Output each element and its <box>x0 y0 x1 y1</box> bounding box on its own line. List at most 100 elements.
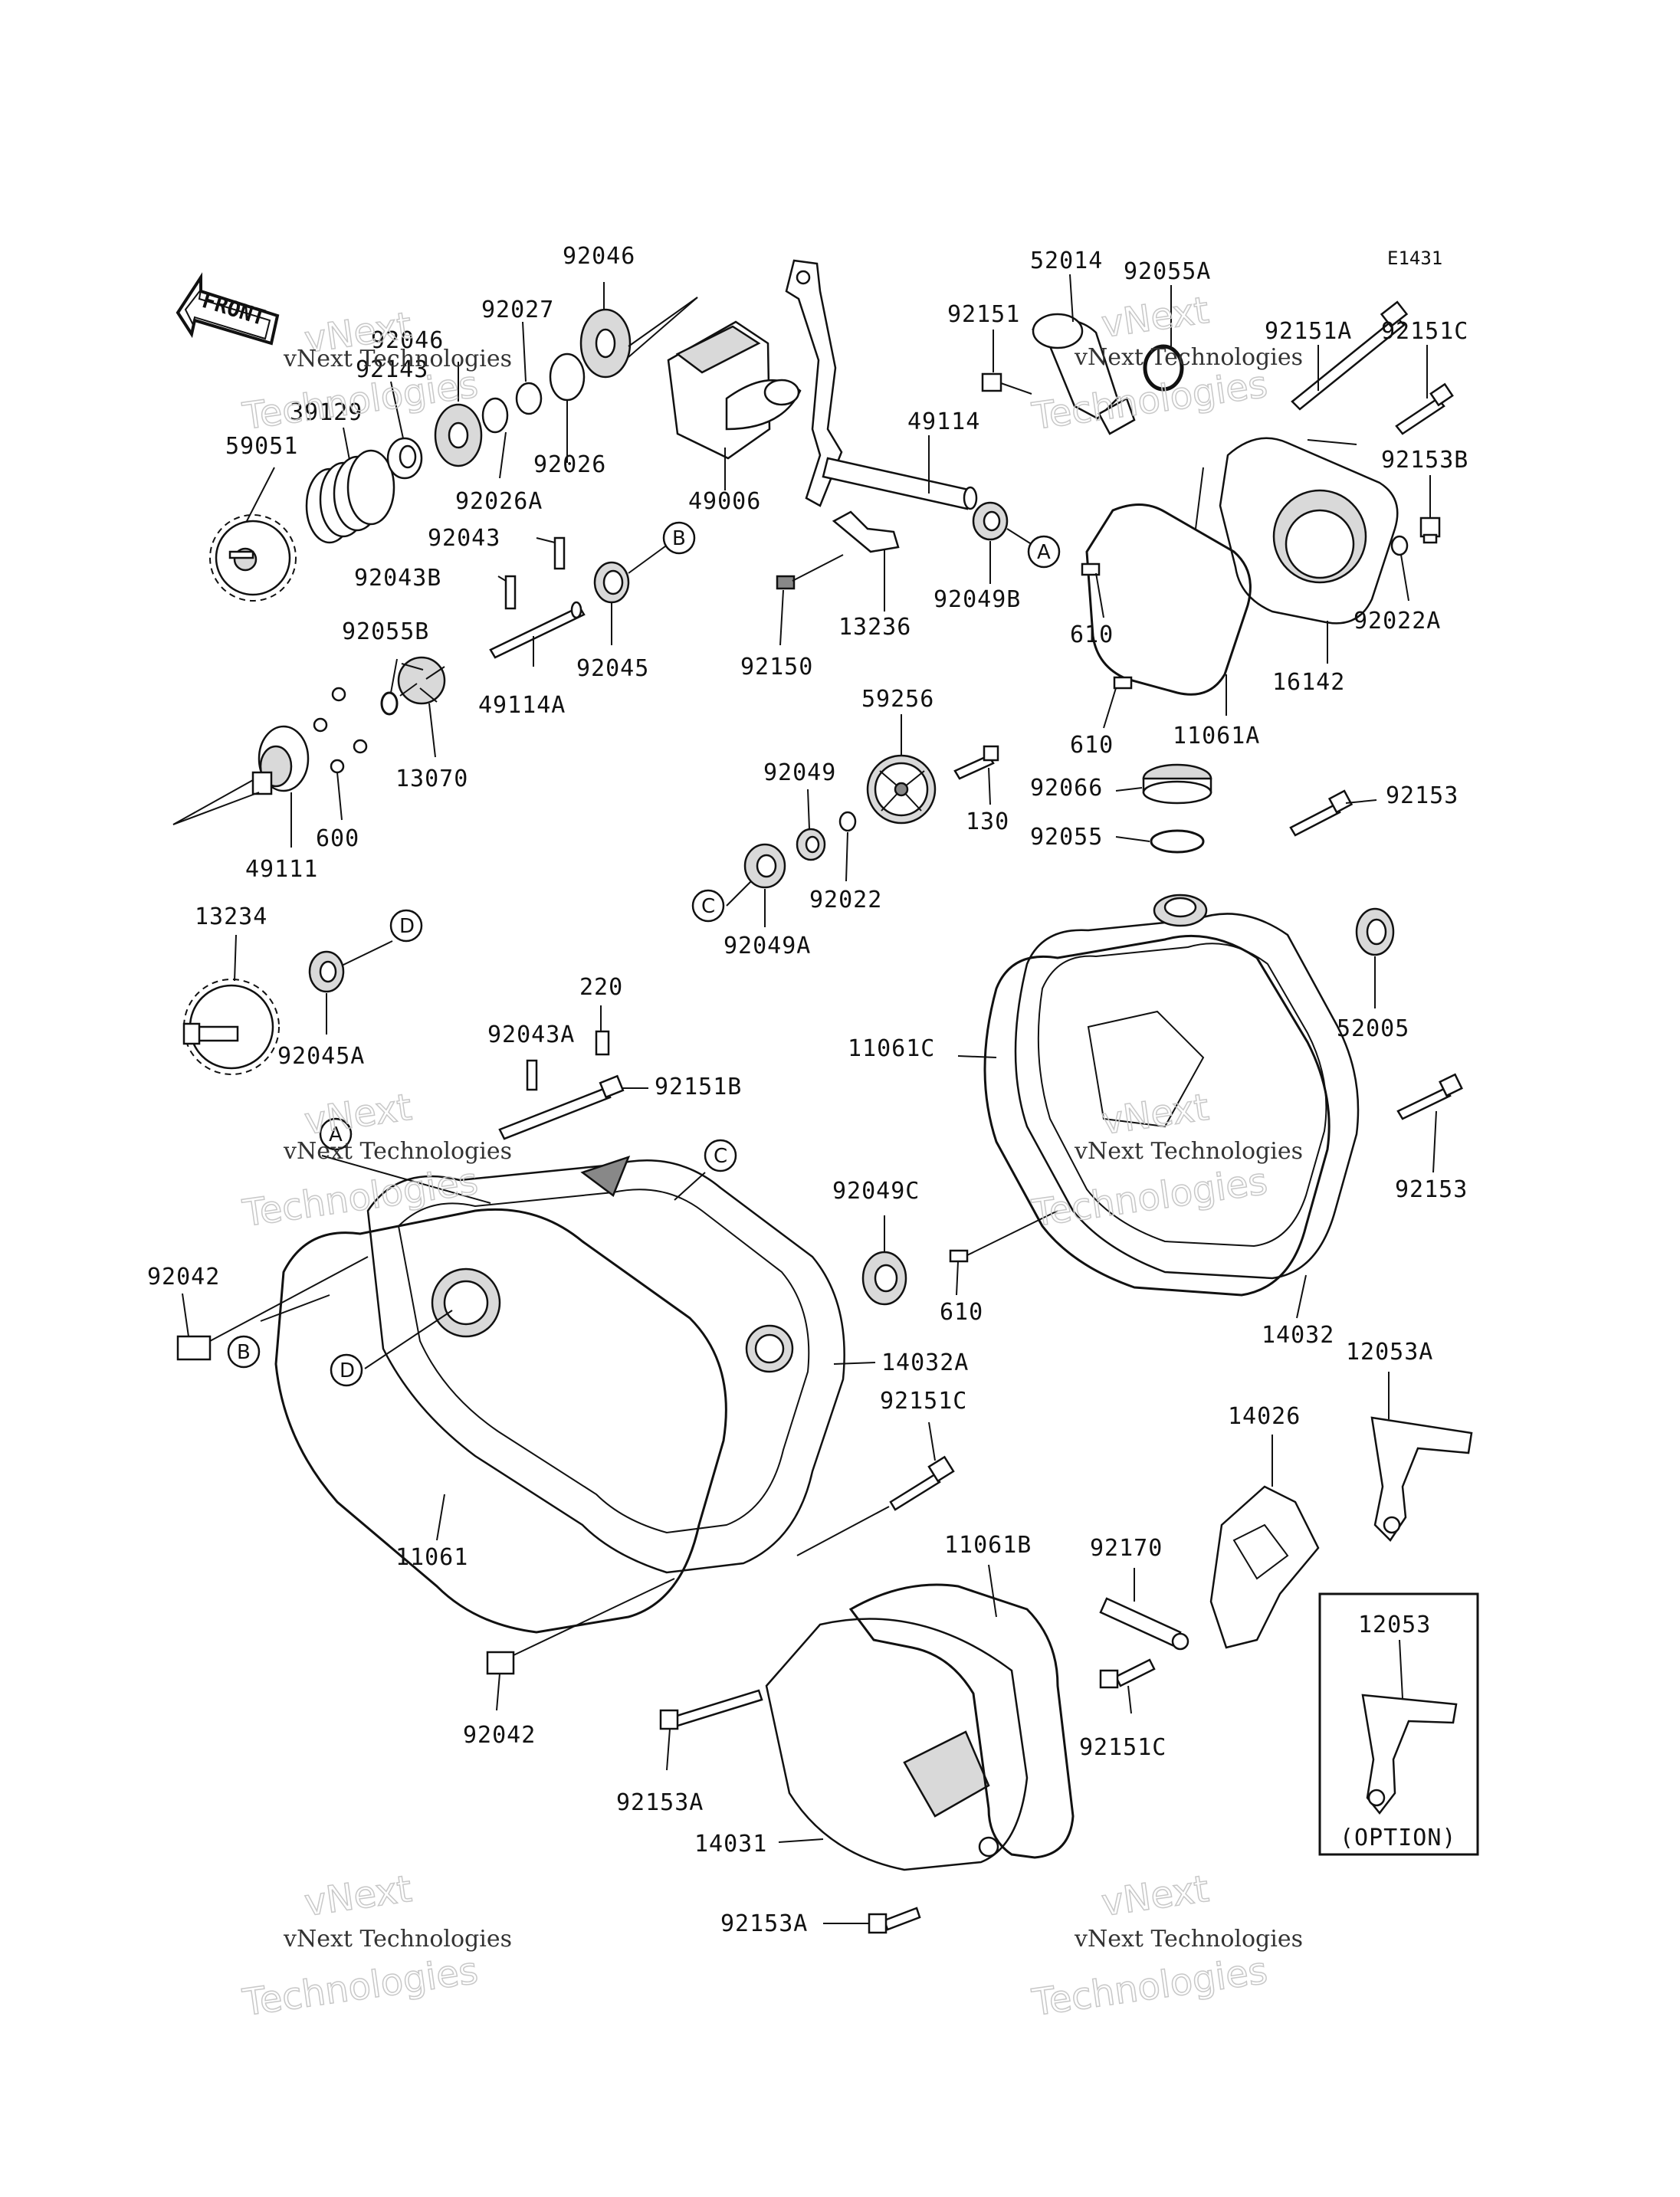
label-92026: 92026 <box>533 451 606 478</box>
part-220-spring <box>595 1030 610 1056</box>
part-14026-guard <box>1209 1485 1320 1649</box>
part-92055a-oring <box>1143 344 1184 392</box>
part-92045-bearing <box>593 561 630 604</box>
part-92153-bolt-upper <box>1289 789 1354 837</box>
label-610-bottom: 610 <box>940 1299 983 1326</box>
label-92022: 92022 <box>809 887 882 913</box>
option-label: (OPTION) <box>1340 1825 1457 1851</box>
label-92049c: 92049C <box>832 1178 920 1205</box>
label-13070: 13070 <box>395 766 468 792</box>
label-92043: 92043 <box>428 525 500 552</box>
part-92049-seal <box>796 828 826 861</box>
kick-starter-group <box>172 297 698 825</box>
leader-lines <box>182 274 1437 1924</box>
label-92153a-upper: 92153A <box>616 1789 704 1816</box>
svg-text:D: D <box>340 1359 355 1382</box>
part-92151c-bolt-top <box>1395 382 1454 435</box>
part-14031-cover <box>765 1618 1029 1871</box>
label-92049a: 92049A <box>724 933 811 959</box>
label-59051: 59051 <box>225 433 298 460</box>
part-11061a-gasket <box>1085 503 1252 696</box>
label-92150: 92150 <box>740 654 813 680</box>
label-92046: 92046 <box>371 327 444 354</box>
label-92049: 92049 <box>763 759 836 786</box>
part-92022a-washer <box>1390 535 1409 556</box>
part-14032a-case <box>366 1155 845 1574</box>
callout-c-mid: C <box>691 889 725 923</box>
part-92170-clamp <box>1099 1597 1189 1651</box>
label-12053: 12053 <box>1358 1612 1431 1638</box>
svg-text:D: D <box>399 915 415 938</box>
label-13234: 13234 <box>195 903 267 930</box>
part-92043-pin <box>553 536 566 570</box>
part-92066-cap <box>1142 763 1212 805</box>
svg-text:C: C <box>714 1145 727 1168</box>
part-13070-impeller <box>397 656 446 705</box>
label-39129: 39129 <box>290 399 363 426</box>
callout-c-case: C <box>704 1139 737 1172</box>
part-52014-pipe <box>1031 313 1136 435</box>
svg-text:vNext Technologies: vNext Technologies <box>1074 1926 1303 1953</box>
svg-text:vNext Technologies: vNext Technologies <box>283 1926 512 1953</box>
part-92026 <box>549 353 586 402</box>
label-11061c: 11061C <box>848 1035 935 1062</box>
part-92049b-seal <box>972 501 1009 541</box>
part-92049c-seal <box>861 1251 907 1306</box>
part-11061c-gasket <box>983 935 1331 1297</box>
label-92043a: 92043A <box>487 1021 575 1048</box>
label-14032a: 14032A <box>881 1349 969 1376</box>
label-11061a: 11061A <box>1173 723 1260 749</box>
part-92055-ring <box>1150 829 1205 854</box>
label-92151: 92151 <box>947 301 1020 328</box>
label-92027: 92027 <box>481 297 554 323</box>
label-92151a: 92151A <box>1265 318 1352 345</box>
label-52014: 52014 <box>1030 248 1103 274</box>
label-92043b: 92043B <box>354 565 441 592</box>
label-130: 130 <box>966 808 1009 835</box>
part-12053a-bracket <box>1370 1416 1473 1542</box>
part-14032-clutch-cover <box>1014 894 1360 1280</box>
label-92143: 92143 <box>356 356 428 383</box>
part-92151a-bolt <box>1291 300 1409 411</box>
label-92055b: 92055B <box>342 618 429 645</box>
part-92153b-plug <box>1419 516 1441 544</box>
label-92022a: 92022A <box>1354 608 1441 635</box>
part-52005-seal <box>1355 907 1395 956</box>
part-16142-cover <box>1219 437 1399 625</box>
part-92022-washer <box>838 811 857 832</box>
part-13236-guide <box>832 510 900 553</box>
svg-text:vNext Technologies: vNext Technologies <box>283 346 512 372</box>
label-92049b: 92049B <box>934 586 1021 613</box>
label-92151c-top: 92151C <box>1381 318 1468 345</box>
label-92153-top: 92153 <box>1386 782 1459 809</box>
part-49114-shaft <box>785 259 978 510</box>
label-92055: 92055 <box>1030 824 1103 851</box>
part-92055b-ring <box>380 691 399 716</box>
callout-d-mid: D <box>389 909 423 943</box>
label-92046-top: 92046 <box>563 243 635 270</box>
svg-text:vNext: vNext <box>1099 289 1212 346</box>
part-92049a-seal <box>743 843 786 889</box>
label-52005: 52005 <box>1337 1015 1409 1042</box>
svg-text:B: B <box>672 527 686 550</box>
label-16142: 16142 <box>1272 669 1345 696</box>
part-13234-gear <box>182 979 280 1075</box>
part-59256-impeller <box>866 754 937 825</box>
svg-text:A: A <box>329 1123 343 1146</box>
callout-a-top: A <box>1027 535 1061 569</box>
label-92042-left: 92042 <box>147 1264 220 1290</box>
svg-text:Technologies: Technologies <box>1029 1949 1270 2025</box>
part-92045a-bearing <box>308 950 345 993</box>
part-92043a-pin <box>526 1059 538 1091</box>
label-92045a: 92045A <box>277 1043 365 1070</box>
part-92143-collar <box>386 437 423 480</box>
part-130-bolt <box>953 745 999 780</box>
part-59051-gear <box>209 514 297 602</box>
svg-text:C: C <box>701 895 715 918</box>
watermark-bottom-right: vNext vNext Technologies Technologies <box>1029 1867 1303 2025</box>
label-92055a: 92055A <box>1124 258 1211 285</box>
svg-text:A: A <box>1037 541 1051 564</box>
label-92153a-lower: 92153A <box>720 1910 808 1937</box>
part-92151-bolt <box>981 372 1032 395</box>
